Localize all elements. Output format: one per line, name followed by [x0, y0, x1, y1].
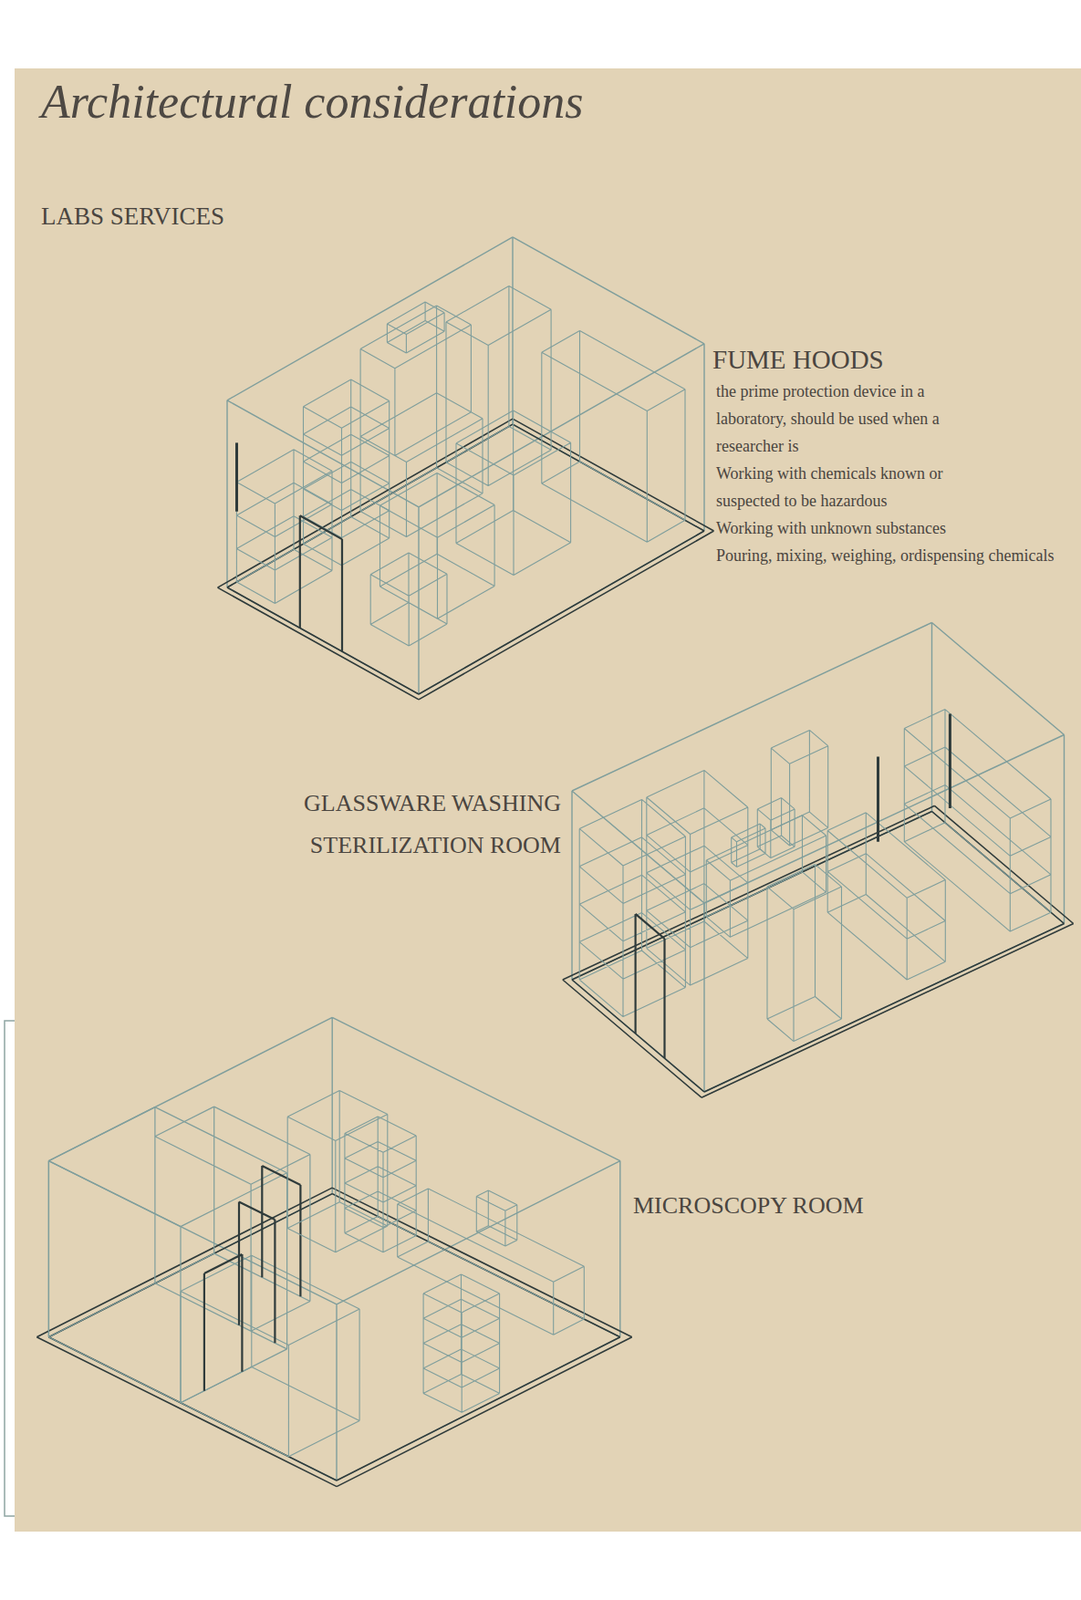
room-drawings — [36, 237, 1073, 1487]
drying-rack — [904, 709, 1051, 933]
microscope-bench — [397, 1188, 585, 1335]
note-text: the prime protection device in a laborat… — [716, 377, 990, 460]
side-bracket — [4, 1020, 15, 1517]
enclosed-room — [48, 1106, 311, 1404]
section-heading: LABS SERVICES — [41, 200, 406, 232]
page-title: Architectural considerations — [41, 74, 1045, 129]
wall-cabinet — [541, 330, 686, 542]
note-text: Working with chemicals known or suspecte… — [716, 459, 981, 515]
gas-cylinder — [878, 713, 951, 842]
room-label: MICROSCOPY ROOM — [633, 1190, 1017, 1221]
storage-cabinet — [446, 286, 551, 487]
sterilizer — [757, 729, 828, 858]
board-ground — [14, 68, 1081, 1532]
room-wireframe — [571, 623, 1065, 1093]
fume-hood — [360, 301, 483, 538]
wire-shelving — [344, 1116, 500, 1413]
room-wireframe — [227, 237, 705, 695]
wash-bench — [827, 812, 946, 980]
note-text: Pouring, mixing, weighing, ordispensing … — [716, 541, 1077, 570]
door-frame — [635, 914, 666, 1059]
computer-desk — [706, 815, 826, 938]
lab-bench — [370, 410, 571, 646]
storage-cabinet — [287, 1090, 388, 1252]
cabinet-block — [180, 1255, 360, 1457]
note-text: Working with unknown substances — [716, 514, 1072, 542]
door-frame — [300, 515, 343, 652]
floor-slab — [218, 418, 715, 700]
room-wireframe — [48, 1017, 620, 1481]
door-frame — [204, 1165, 302, 1392]
tall-cabinet — [303, 379, 390, 566]
room-label: FUME HOODS — [712, 343, 1060, 376]
room-label: GLASSWARE WASHING STERILIZATION ROOM — [259, 782, 562, 867]
gas-cylinder — [235, 442, 239, 511]
floor-slab — [36, 1187, 633, 1487]
refrigerator — [767, 864, 842, 1042]
